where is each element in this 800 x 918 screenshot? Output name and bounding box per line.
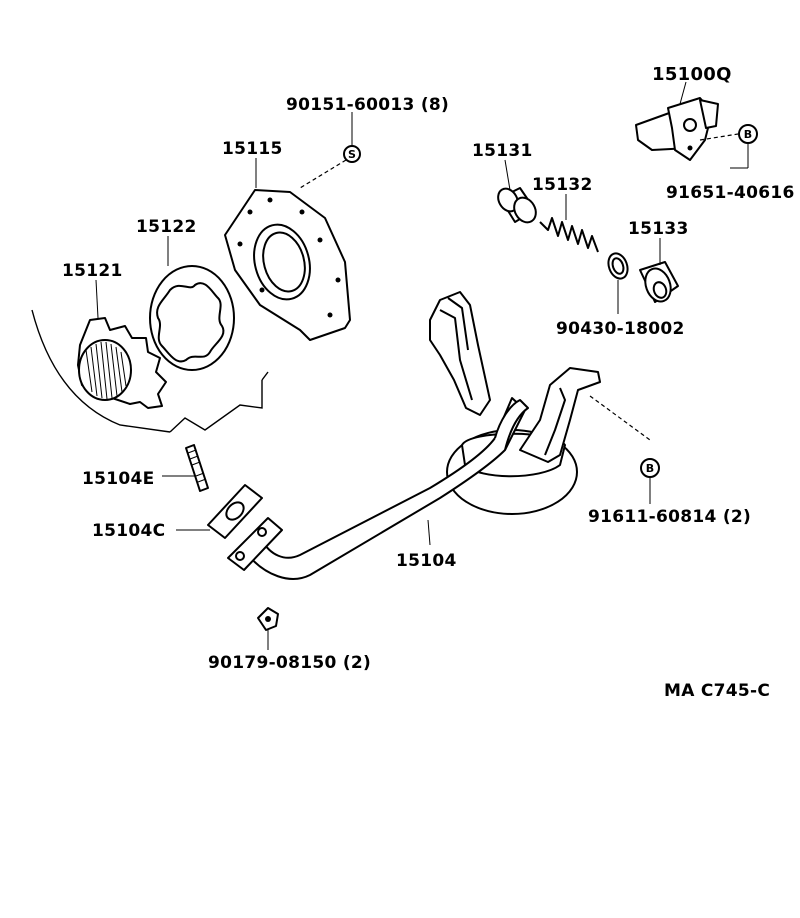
label-15131: 15131: [472, 141, 533, 161]
callout-s-90151: S: [343, 145, 361, 163]
label-90430-18002: 90430-18002: [556, 319, 685, 339]
svg-text:B: B: [744, 128, 752, 141]
driven-rotor-15122: [149, 265, 235, 371]
plug-15133: [639, 261, 679, 303]
pump-cover-15115: [224, 189, 351, 341]
sensor-15100q: [635, 97, 719, 161]
stud-15104e: [185, 444, 209, 492]
reference-code: MA C745-C: [664, 681, 770, 701]
oil-strainer-15104: [227, 291, 601, 580]
nut-90179: [257, 607, 279, 631]
svg-text:B: B: [646, 462, 654, 475]
label-15122: 15122: [136, 217, 197, 237]
callout-b-91651: B: [738, 124, 758, 144]
label-15104c: 15104C: [92, 521, 165, 541]
label-15104: 15104: [396, 551, 457, 571]
label-15104e: 15104E: [82, 469, 155, 489]
label-15115: 15115: [222, 139, 283, 159]
label-15133: 15133: [628, 219, 689, 239]
gasket-90430: [607, 252, 629, 280]
label-90151-60013: 90151-60013 (8): [286, 95, 449, 115]
label-15132: 15132: [532, 175, 593, 195]
label-15121: 15121: [62, 261, 123, 281]
label-91651-40616: 91651-40616: [666, 183, 795, 203]
label-91611-60814: 91611-60814 (2): [588, 507, 751, 527]
label-15100q: 15100Q: [652, 64, 732, 85]
svg-text:S: S: [348, 148, 356, 161]
leader-lines: [95, 81, 749, 650]
gasket-15104c: [207, 484, 263, 539]
label-90179-08150: 90179-08150 (2): [208, 653, 371, 673]
callout-b-91611: B: [640, 458, 660, 478]
spring-15132: [539, 217, 599, 253]
relief-valve-15131: [497, 187, 537, 224]
drive-gear-15121: [77, 317, 167, 409]
engine-block-outline: [31, 309, 269, 433]
